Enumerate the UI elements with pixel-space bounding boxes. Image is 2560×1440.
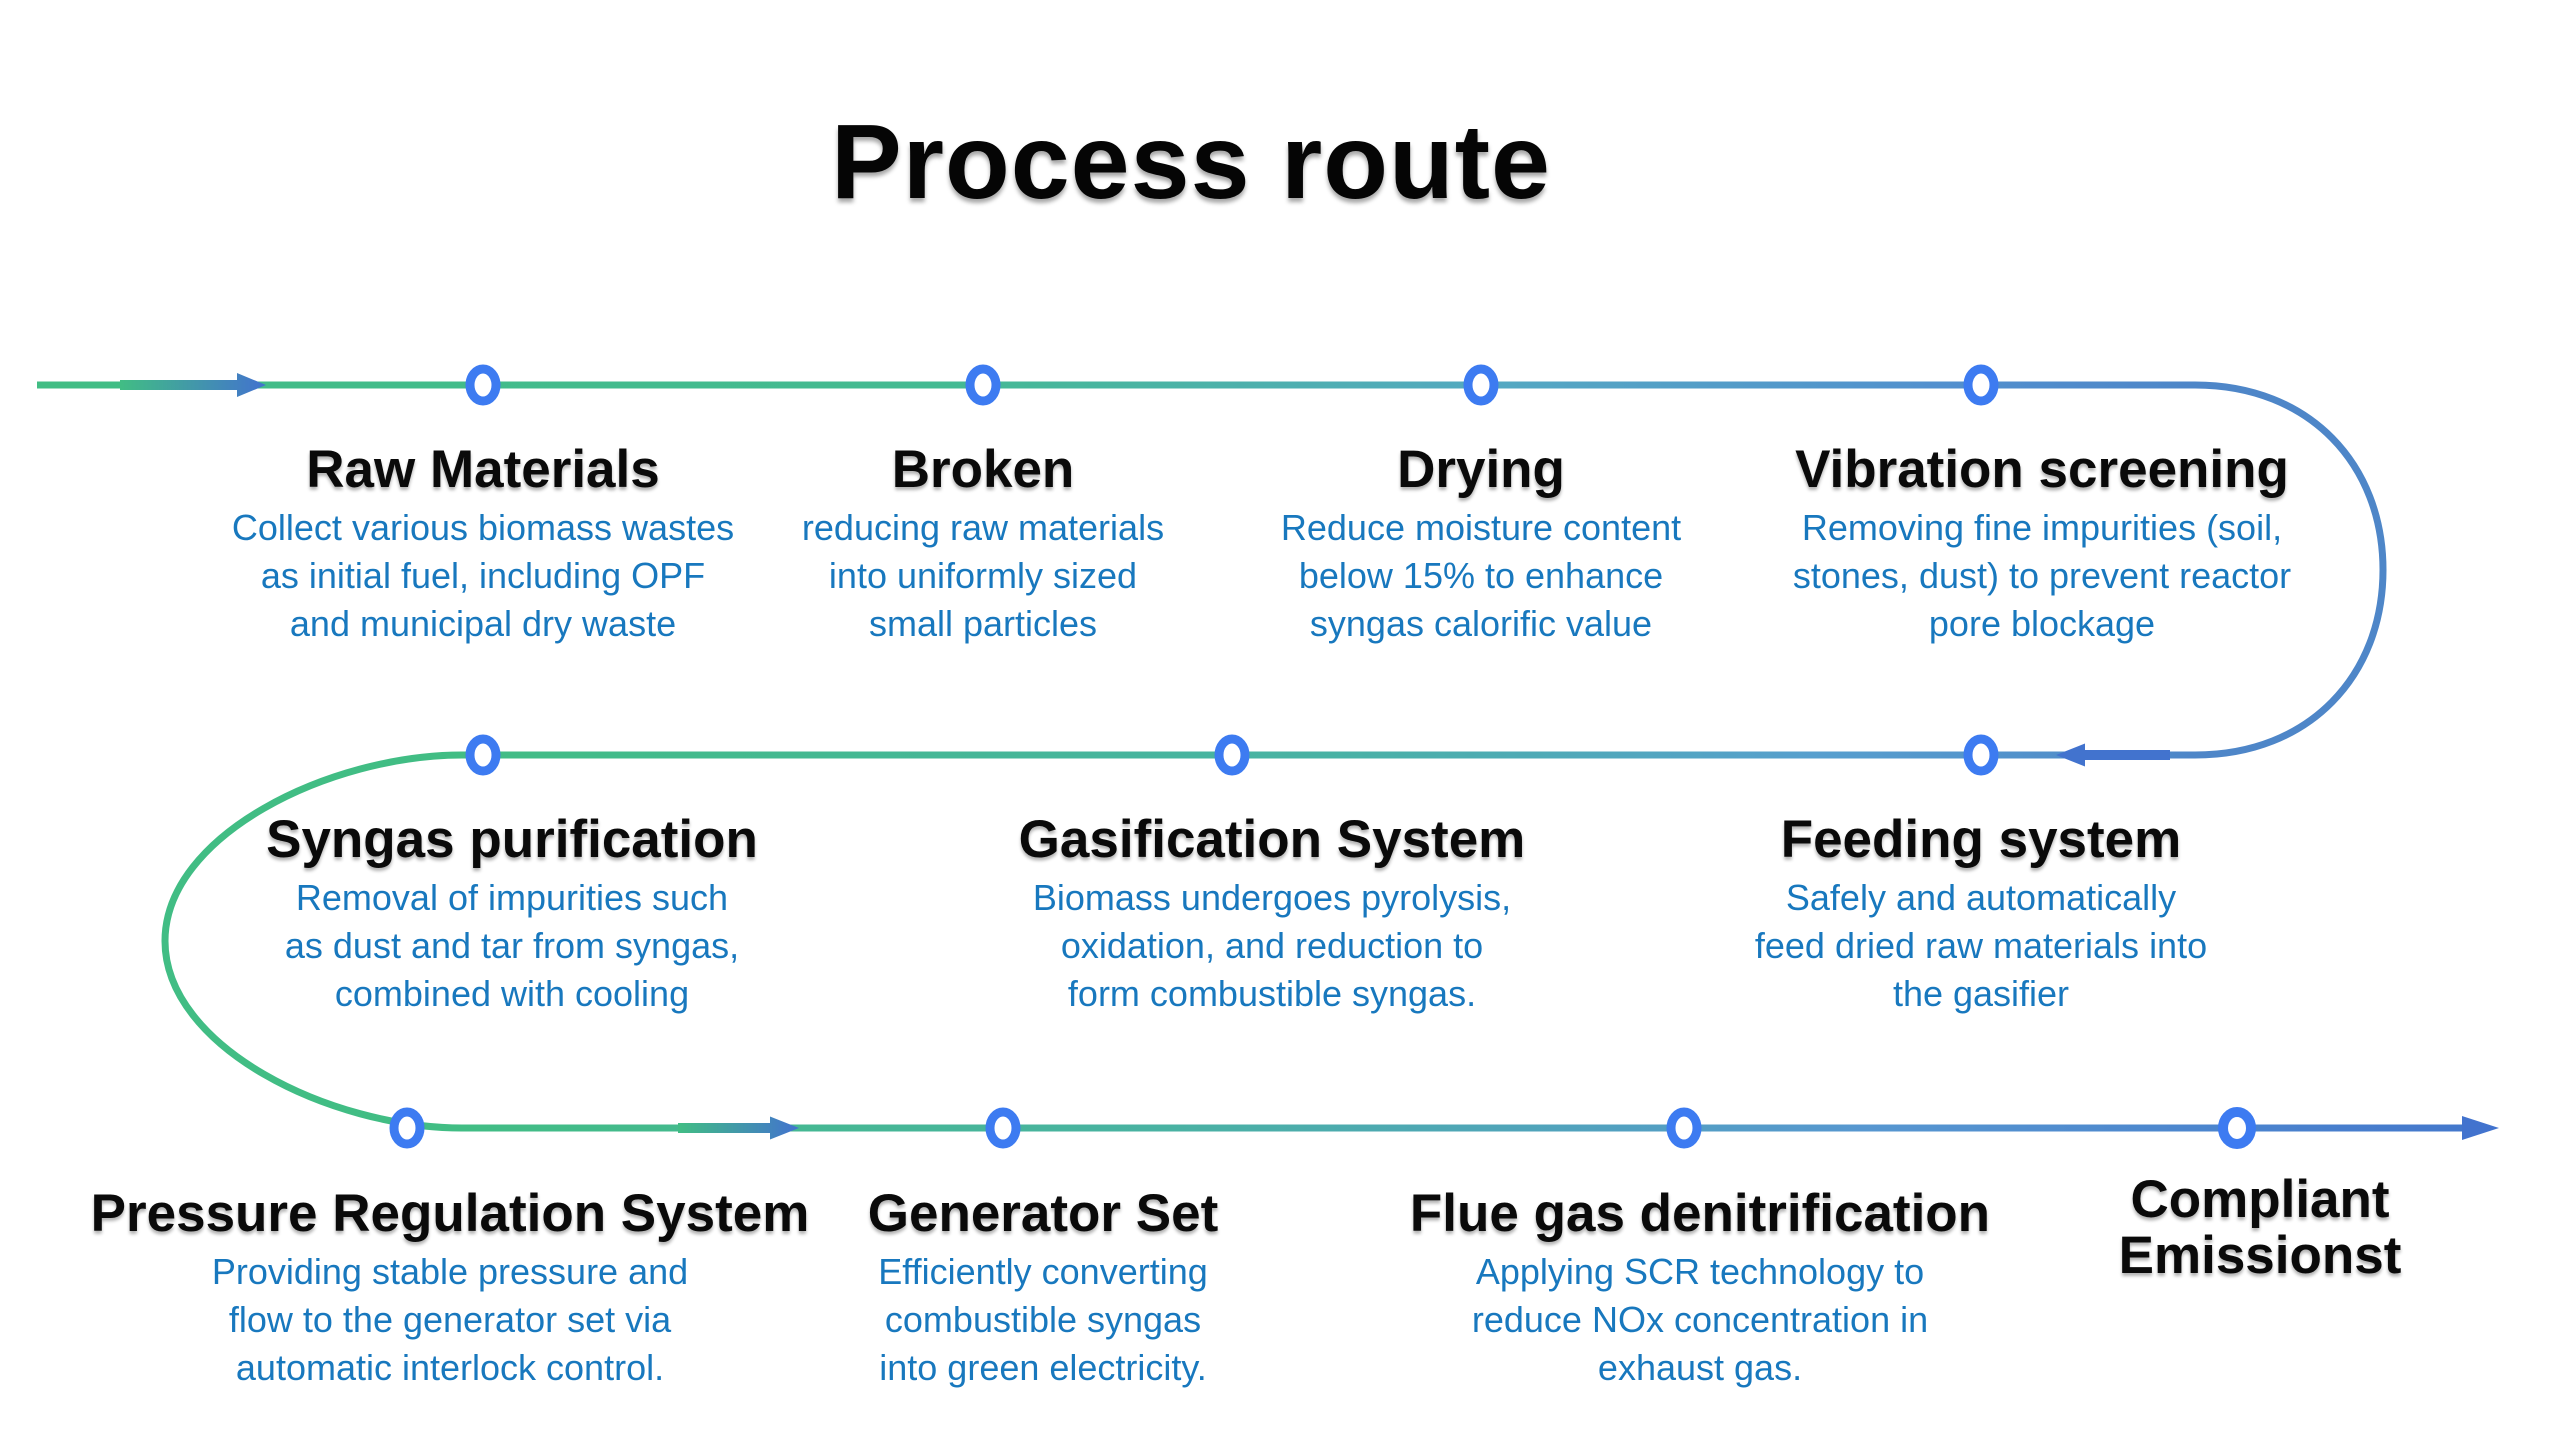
step-compliant-emissions: Compliant Emissionst (2119, 1172, 2402, 1284)
step-title: Raw Materials (306, 440, 660, 499)
step-title: Compliant Emissionst (2118, 1170, 2402, 1285)
step-title: Feeding system (1780, 810, 2182, 869)
step-title: Broken (891, 440, 1075, 499)
step-syngas-purification: Syngas purification Removal of impuritie… (266, 810, 758, 1018)
node-circle-syngas-purification (465, 734, 501, 776)
step-description: Applying SCR technology to reduce NOx co… (1471, 1251, 1929, 1388)
step-broken: Broken reducing raw materials into unifo… (802, 440, 1164, 648)
node-circle-flue-gas (1666, 1107, 1702, 1149)
node-circle-raw-materials (465, 364, 501, 406)
page-title: Process route (831, 103, 1551, 221)
step-description: reducing raw materials into uniformly si… (801, 507, 1165, 644)
node-circle-generator-set (985, 1107, 1021, 1149)
node-circle-vibration-screening (1963, 364, 1999, 406)
flow-curve-left (161, 751, 463, 1132)
step-description: Safely and automatically feed dried raw … (1754, 877, 2208, 1014)
step-flue-gas-denitrification: Flue gas denitrification Applying SCR te… (1410, 1184, 1990, 1392)
step-description: Reduce moisture content below 15% to enh… (1280, 507, 1682, 644)
flow-curve-right (2194, 381, 2387, 759)
arrow-right-icon (678, 1116, 799, 1140)
step-pressure-regulation: Pressure Regulation System Providing sta… (91, 1184, 810, 1392)
step-title: Vibration screening (1795, 440, 2289, 499)
step-description: Collect various biomass wastes as initia… (231, 507, 735, 644)
step-title: Pressure Regulation System (90, 1184, 810, 1243)
step-title: Gasification System (1018, 810, 1526, 869)
step-feeding-system: Feeding system Safely and automatically … (1755, 810, 2207, 1018)
step-description: Removing fine impurities (soil, stones, … (1792, 507, 2292, 644)
arrow-right-icon (2462, 1116, 2499, 1140)
node-circle-compliant-emissions (2218, 1107, 2256, 1149)
node-circle-drying (1463, 364, 1499, 406)
node-circle-broken (965, 364, 1001, 406)
step-description: Efficiently converting combustible synga… (878, 1251, 1208, 1388)
step-description: Removal of impurities such as dust and t… (284, 877, 740, 1014)
step-title: Syngas purification (266, 810, 758, 869)
step-title: Flue gas denitrification (1409, 1184, 1991, 1243)
arrow-right-icon (120, 373, 266, 397)
step-description: Providing stable pressure and flow to th… (211, 1251, 689, 1388)
node-circle-gasification-system (1214, 734, 1250, 776)
step-vibration-screening: Vibration screening Removing fine impuri… (1793, 440, 2291, 648)
step-drying: Drying Reduce moisture content below 15%… (1281, 440, 1681, 648)
step-title: Generator Set (867, 1184, 1219, 1243)
arrow-left-icon (2056, 743, 2170, 767)
node-circle-pressure-regulation (389, 1107, 425, 1149)
step-title: Drying (1397, 440, 1565, 499)
step-raw-materials: Raw Materials Collect various biomass wa… (232, 440, 734, 648)
step-description: Biomass undergoes pyrolysis, oxidation, … (1032, 877, 1512, 1014)
step-gasification-system: Gasification System Biomass undergoes py… (1019, 810, 1526, 1018)
step-generator-set: Generator Set Efficiently converting com… (868, 1184, 1219, 1392)
node-circle-feeding-system (1963, 734, 1999, 776)
